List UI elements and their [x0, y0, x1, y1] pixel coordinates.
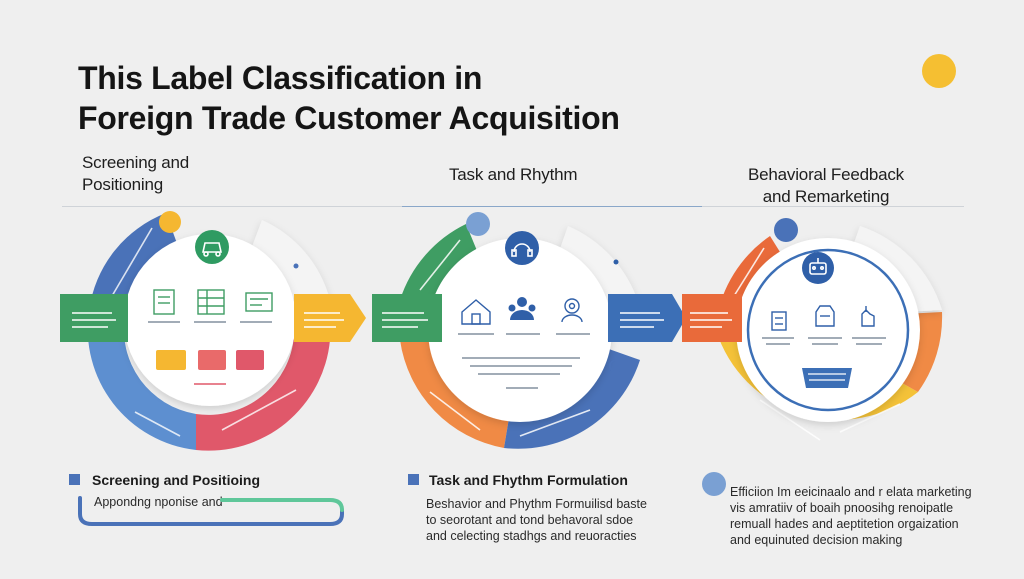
bullet-square — [408, 474, 419, 485]
column-heading-task: Task and Rhythm — [449, 164, 578, 186]
bottom-text-line: Beshavior and Phythm Formuilisd baste — [426, 497, 647, 511]
ring-segment-lightblue — [87, 311, 196, 450]
bullet-square — [69, 474, 80, 485]
document-icon — [153, 289, 175, 315]
card-icon — [245, 292, 273, 312]
center-circle-outer — [736, 238, 920, 422]
tray-icon — [802, 368, 852, 388]
bottom-text-line: remuall hades and aeptitetion orgaizatio… — [730, 517, 959, 531]
decorative-dot — [159, 211, 181, 233]
decorative-dot — [466, 212, 490, 236]
left-tab — [372, 294, 442, 342]
ring-segment-light — [250, 220, 330, 306]
bottom-title-task: Task and Fhythm Formulation — [429, 472, 628, 488]
robot-icon — [802, 252, 834, 284]
column-heading-line: Screening and — [82, 153, 190, 172]
column-heading-line: Positioning — [82, 175, 163, 194]
page-title-line-1: This Label Classification in — [78, 60, 483, 96]
page-title-line-2: Foreign Trade Customer Acquisition — [78, 100, 620, 136]
diagram-task — [372, 212, 686, 449]
decorative-dot — [774, 218, 798, 242]
left-tab — [60, 294, 128, 342]
bottom-text-line: to seorotant and tond behavoral sdoe — [426, 513, 634, 527]
column-heading-feedback: Behavioral Feedback and Remarketing — [738, 164, 914, 208]
bottom-text-line: Appondng nponise and — [94, 495, 223, 509]
bottom-text-screening: Appondng nponise and — [94, 494, 223, 510]
bottom-text-line: and celecting stadhgs and reuoracties — [426, 529, 637, 543]
center-circle-ring — [746, 248, 910, 412]
bottom-text-line: vis amratiiv of boaih pnoosihg renoipatl… — [730, 501, 954, 515]
column-heading-line: and Remarketing — [762, 187, 890, 206]
spreadsheet-icon — [197, 289, 225, 315]
bottom-text-task: Beshavior and Phythm Formuilisd baste to… — [426, 496, 647, 544]
column-heading-line: Behavioral Feedback — [748, 165, 904, 184]
column-heading-screening: Screening and Positioning — [82, 152, 189, 196]
gear-people-icon — [561, 298, 583, 323]
user-group-icon — [508, 297, 536, 320]
headset-icon — [505, 231, 539, 265]
ring-segment-blue — [89, 213, 179, 315]
left-tab — [682, 294, 742, 342]
decorative-dot — [293, 263, 299, 269]
bottom-text-feedback: Efficiion Im eeicinaalo and r elata mark… — [730, 484, 972, 548]
center-circle — [428, 238, 612, 422]
divider-rule-left — [62, 206, 402, 207]
checklist-icon — [771, 311, 787, 331]
right-arrow-tab — [608, 294, 686, 342]
ring-segment-light — [556, 226, 636, 306]
hand-icon — [861, 306, 875, 327]
bottom-text-line: Efficiion Im eeicinaalo and r elata mark… — [730, 485, 972, 499]
divider-rule-middle — [402, 206, 702, 207]
bullet-dot — [702, 472, 726, 496]
page-title: This Label Classification in Foreign Tra… — [78, 58, 620, 138]
diagram-feedback — [682, 218, 943, 441]
house-icon — [461, 299, 491, 325]
diagram-screening — [60, 211, 366, 451]
column-heading-line: Task and Rhythm — [449, 165, 578, 184]
ring-segment-red — [196, 336, 330, 451]
right-arrow-tab — [294, 294, 366, 342]
divider-rule-right — [702, 206, 964, 207]
bracket-connector — [78, 496, 344, 526]
decorative-dot — [613, 259, 619, 265]
bottom-text-line: and equinuted decision making — [730, 533, 903, 547]
car-icon — [195, 230, 229, 264]
bottom-title-screening: Screening and Positioing — [92, 472, 261, 488]
inbox-icon — [815, 305, 835, 327]
decorative-dot — [922, 54, 956, 88]
